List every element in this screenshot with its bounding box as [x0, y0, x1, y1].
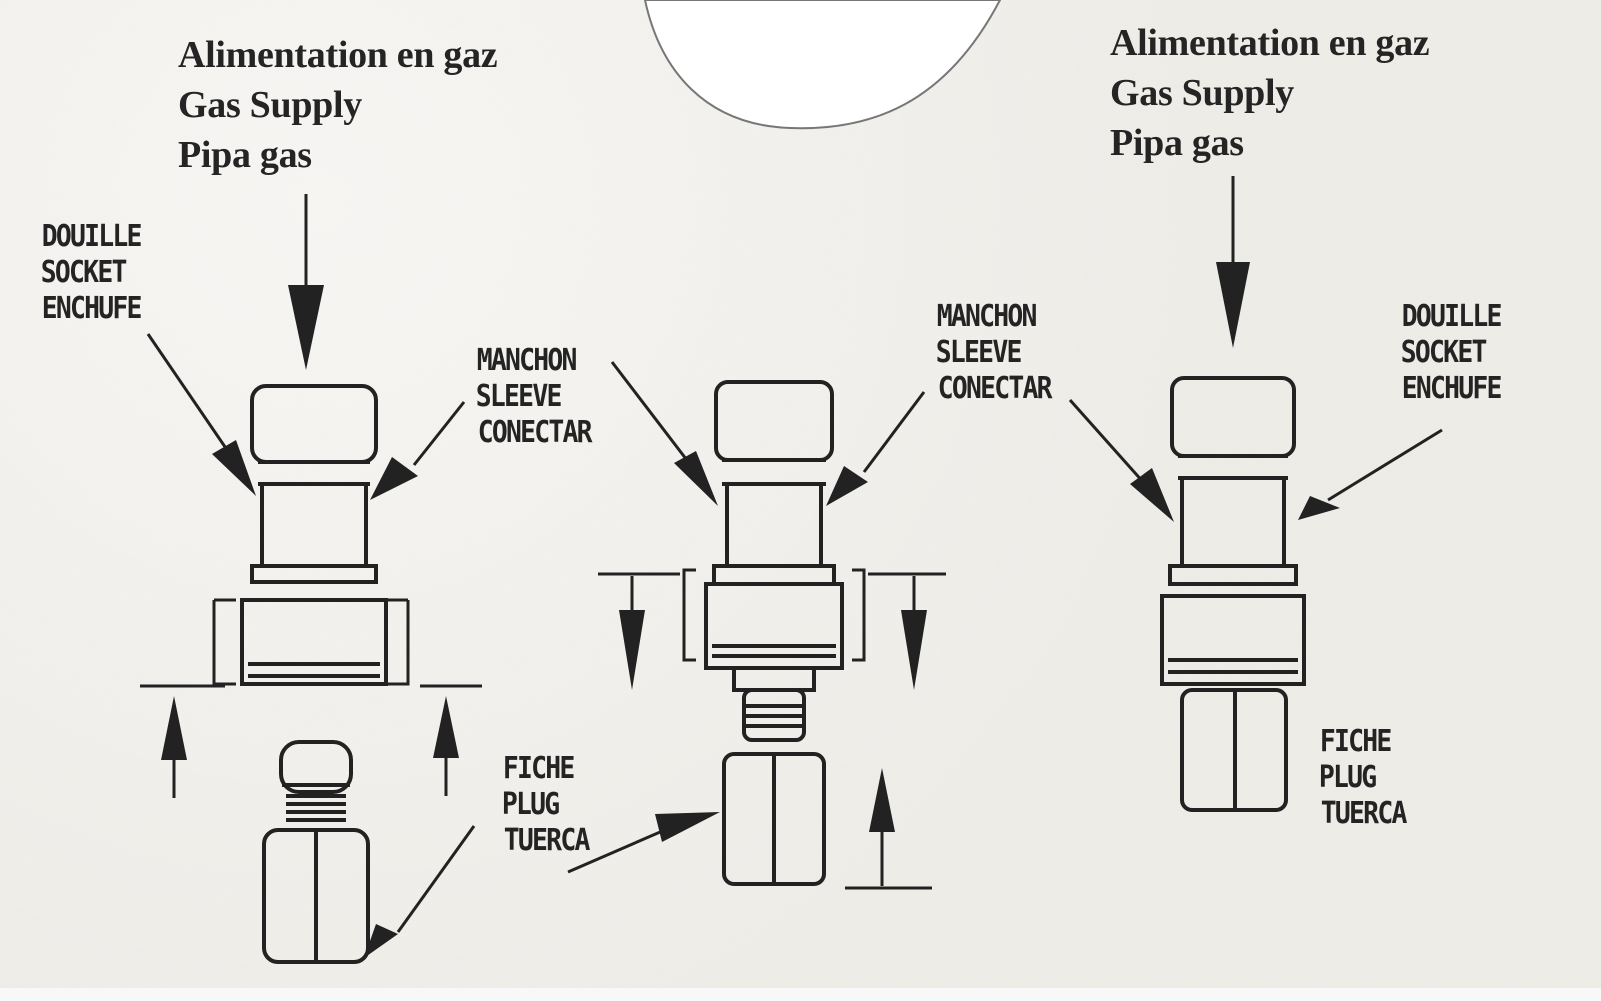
center-coupling-assembly — [682, 380, 866, 886]
socket-label-left-line-2: SOCKET — [41, 256, 128, 290]
bottom-cut-strip — [0, 988, 1601, 1001]
left-coupling-assembly — [212, 384, 410, 686]
sleeve-label-center-line-3: CONECTAR — [938, 372, 1053, 406]
socket-label-left-line-1: DOUILLE — [42, 220, 143, 254]
sleeve-label-left-line-3: CONECTAR — [478, 416, 593, 450]
right-supply-arrow — [1216, 176, 1250, 348]
callout-arrows — [146, 333, 1443, 958]
socket-label-right-line-2: SOCKET — [1401, 336, 1488, 370]
plug-label-left-line-3: TUERCA — [504, 824, 591, 858]
gas-supply-right-line-2: Gas Supply — [1110, 68, 1294, 118]
plug-label-right-line-3: TUERCA — [1321, 797, 1408, 831]
right-coupling-assembly — [1160, 376, 1306, 812]
plug-label-right-line-2: PLUG — [1319, 761, 1377, 795]
gas-supply-left-line-1: Alimentation en gaz — [178, 30, 498, 80]
plug-label-left-line-1: FICHE — [503, 752, 575, 786]
plug-label-left-line-2: PLUG — [502, 788, 560, 822]
gas-supply-right-line-3: Pipa gas — [1110, 118, 1244, 168]
gas-supply-left-line-2: Gas Supply — [178, 80, 362, 130]
center-dimension-marks — [598, 572, 946, 890]
sleeve-label-left-line-2: SLEEVE — [476, 380, 563, 414]
circular-cutout — [643, 0, 1002, 130]
left-supply-arrow — [288, 194, 324, 370]
socket-label-right-line-3: ENCHUFE — [1402, 372, 1503, 406]
plug-label-right-line-1: FICHE — [1320, 725, 1392, 759]
socket-label-right-line-1: DOUILLE — [1402, 300, 1503, 334]
sleeve-label-left-line-1: MANCHON — [477, 344, 578, 378]
gas-supply-left-line-3: Pipa gas — [178, 130, 312, 180]
socket-label-left-line-3: ENCHUFE — [42, 292, 143, 326]
gas-supply-right-line-1: Alimentation en gaz — [1110, 18, 1430, 68]
sleeve-label-center-line-1: MANCHON — [937, 300, 1038, 334]
sleeve-label-center-line-2: SLEEVE — [936, 336, 1023, 370]
left-dimension-marks — [140, 684, 482, 798]
left-plug-part — [262, 740, 370, 964]
